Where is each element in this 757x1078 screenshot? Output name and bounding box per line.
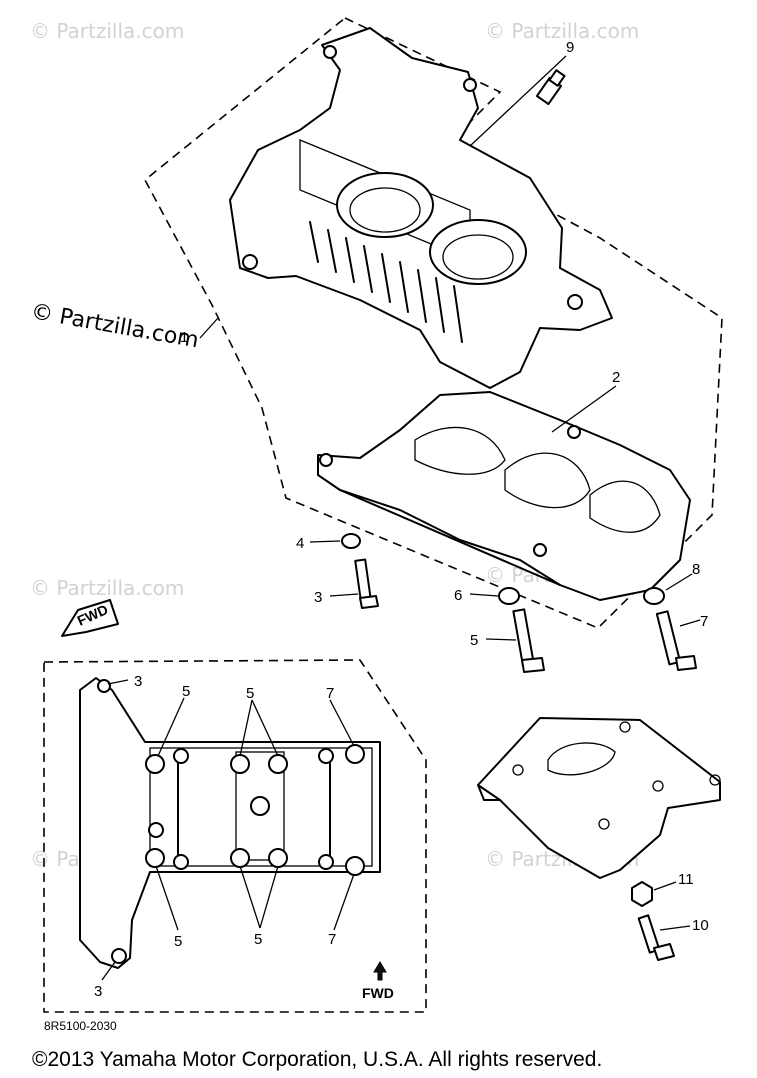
watermark-mid-left: © Partzilla.com [30,576,184,600]
callout-6: 6 [454,587,462,604]
watermark-side: © Partzilla.com [29,299,201,353]
part-11-nut [631,881,653,907]
leader-10 [659,925,691,931]
part-7-bolt [655,610,697,671]
callouts-top: 9 2 1 4 3 6 5 8 7 [180,39,708,649]
upper-crankcase-fins [309,221,463,343]
callout-11: 11 [678,871,694,888]
watermark-top-right: © Partzilla.com [485,19,639,43]
inset-callout-7-top: 7 [326,685,334,702]
inset-callout-5-center: 5 [246,685,254,702]
part-5-bolt [512,608,545,673]
upper-crankcase [229,27,613,389]
part-4-washer [341,533,361,549]
leader-11 [653,881,677,891]
diagram-code: 8R5100-2030 [44,1019,117,1033]
callout-10: 10 [692,917,709,934]
callout-9: 9 [566,39,574,56]
callout-1: 1 [180,329,188,346]
callout-8: 8 [692,561,700,578]
inset-bottom-view [79,677,381,969]
part-9-fitting [535,69,566,106]
inset-callout-5-bottom-center: 5 [254,931,262,948]
inset-callout-5-left: 5 [182,683,190,700]
part-3-bolt [354,558,379,609]
watermark-top-left: © Partzilla.com [30,19,184,43]
inset-callout-5-bottom-left: 5 [174,933,182,950]
inset-callout-3-top: 3 [134,673,142,690]
leader-lines-top [199,55,701,641]
fwd-arrow-top: FWD [61,599,119,637]
callouts-inset: 3 5 5 7 5 5 7 3 [94,673,336,1000]
lower-crankcase [317,391,691,601]
inset-boundary [43,659,427,1013]
copyright-notice: ©2013 Yamaha Motor Corporation, U.S.A. A… [32,1048,602,1071]
part-8-washer [643,587,665,605]
callout-4: 4 [296,535,304,552]
callout-7: 7 [700,613,708,630]
inset-callout-3-bottom: 3 [94,983,102,1000]
leader-lines-inset [101,679,355,981]
callout-3: 3 [314,589,322,606]
part-6-washer [498,587,520,605]
fwd-indicator-inset: FWD [362,961,394,1001]
fwd-label-inset: FWD [362,985,394,1001]
inset-bolt-holes [145,744,365,876]
callout-2: 2 [612,369,620,386]
inset-callout-7-bottom: 7 [328,931,336,948]
callout-5: 5 [470,632,478,649]
skid-plate [477,717,721,879]
part-10-bolt [637,914,675,961]
